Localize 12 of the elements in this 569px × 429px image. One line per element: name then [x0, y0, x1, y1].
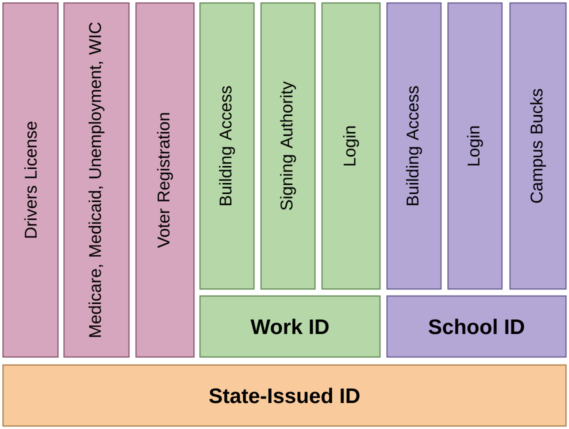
- id-bar: State-Issued ID: [2, 364, 567, 427]
- card-tile: Building Access: [386, 2, 442, 290]
- card-tile: Login: [447, 2, 503, 290]
- card-tile: Voter Registration: [135, 2, 195, 358]
- card-tile: Login: [321, 2, 381, 290]
- card-tile: Drivers License: [2, 2, 59, 358]
- card-tile: Building Access: [199, 2, 255, 290]
- id-bar: School ID: [386, 295, 567, 358]
- card-tile: Campus Bucks: [509, 2, 567, 290]
- card-tile: Signing Authority: [260, 2, 316, 290]
- card-tile: Medicare, Medicaid, Unemployment, WIC: [63, 2, 130, 358]
- id-bar: Work ID: [199, 295, 381, 358]
